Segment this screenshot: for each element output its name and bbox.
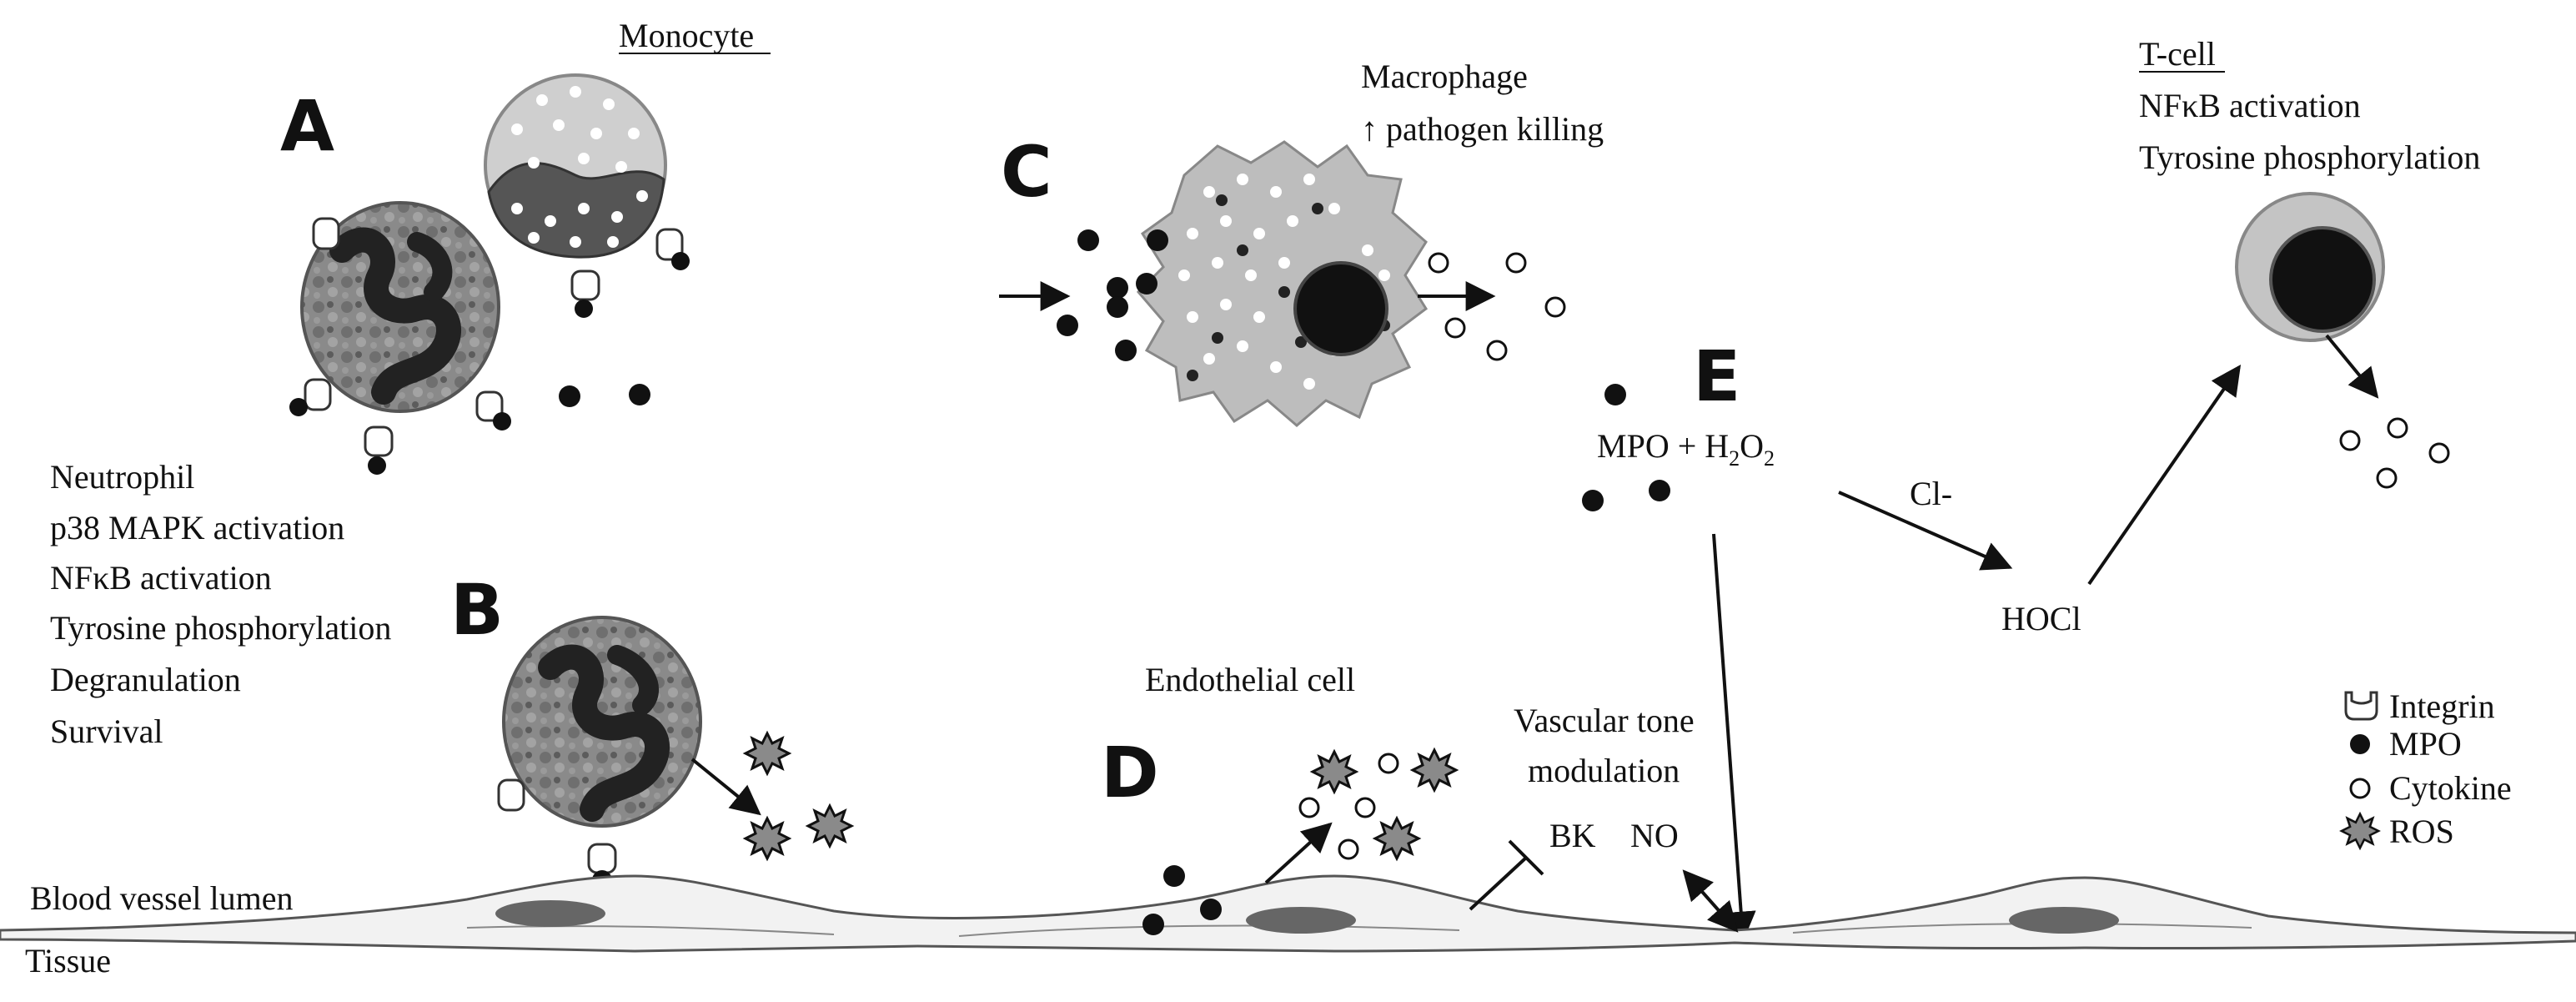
arrow-hocl-to-tcell bbox=[2087, 365, 2242, 586]
hocl-label: HOCl bbox=[2001, 600, 2081, 637]
endothelium bbox=[0, 874, 2576, 953]
mpo-dot bbox=[629, 384, 650, 405]
ros-symbol bbox=[806, 804, 853, 848]
chloride-label: Cl- bbox=[1910, 475, 1952, 512]
tcell bbox=[2235, 192, 2385, 342]
tcell-effect-2: Tyrosine phosphorylation bbox=[2139, 138, 2480, 176]
ros-symbol bbox=[1373, 817, 1420, 860]
tcell-effect-1: NFκB activation bbox=[2139, 87, 2361, 124]
legend-mpo-label: MPO bbox=[2389, 725, 2462, 763]
cytokines-tcell-output bbox=[2339, 417, 2450, 489]
ros-symbol bbox=[744, 732, 791, 775]
monocyte-cell bbox=[484, 73, 690, 318]
panel-label-a: A bbox=[280, 85, 334, 167]
panel-label-e: E bbox=[1693, 335, 1740, 417]
neutrophil-cell-b bbox=[497, 616, 702, 890]
neutrophil-effect-2: NFκB activation bbox=[50, 559, 272, 597]
no-label: NO bbox=[1630, 817, 1679, 854]
mpo-dot bbox=[1604, 384, 1626, 405]
neutrophil-cell-a bbox=[289, 201, 511, 475]
cytokines-macrophage-output bbox=[1428, 252, 1566, 361]
arrow-to-endothelium bbox=[1712, 533, 1756, 942]
cytokines-endothelium bbox=[1298, 753, 1399, 860]
mpo-dot bbox=[1649, 480, 1670, 501]
neutrophil-effect-4: Degranulation bbox=[50, 661, 241, 698]
legend bbox=[2340, 691, 2380, 849]
arrow-no-bidirectional bbox=[1682, 869, 1739, 933]
mpo-dot bbox=[559, 385, 580, 407]
mpo-dot bbox=[1582, 490, 1604, 511]
inhibition-bk-bar bbox=[1508, 839, 1544, 876]
arrow-tcell-to-cytokines bbox=[2325, 334, 2379, 399]
ros-symbol bbox=[1311, 750, 1358, 793]
panel-label-c: C bbox=[1001, 131, 1052, 213]
legend-cytokine-label: Cytokine bbox=[2389, 769, 2512, 807]
tcell-label: T-cell bbox=[2139, 35, 2216, 73]
panel-label-d: D bbox=[1101, 732, 1159, 813]
ros-symbol bbox=[744, 817, 791, 860]
vascular-tone-label-line1: Vascular tone bbox=[1514, 702, 1695, 739]
monocyte-label: Monocyte bbox=[619, 17, 754, 54]
neutrophil-effect-1: p38 MAPK activation bbox=[50, 509, 344, 546]
vascular-tone-label-line2: modulation bbox=[1528, 752, 1680, 789]
legend-ros-label: ROS bbox=[2389, 813, 2454, 850]
ros-symbol bbox=[1411, 748, 1458, 792]
tissue-label: Tissue bbox=[25, 942, 111, 979]
legend-integrin-label: Integrin bbox=[2389, 687, 2495, 725]
macrophage-effect: ↑ pathogen killing bbox=[1361, 110, 1604, 148]
macrophage-cell bbox=[1136, 140, 1429, 427]
macrophage-label: Macrophage bbox=[1361, 58, 1528, 95]
neutrophil-effect-5: Survival bbox=[50, 712, 163, 750]
neutrophil-effect-3: Tyrosine phosphorylation bbox=[50, 609, 391, 647]
arrow-endothelium-out bbox=[1264, 822, 1333, 884]
bk-label: BK bbox=[1549, 817, 1596, 854]
arrow-neutrophil-to-ros bbox=[690, 758, 761, 816]
inhibition-bk bbox=[1469, 856, 1528, 911]
lumen-label: Blood vessel lumen bbox=[30, 879, 294, 917]
endothelial-cell-label: Endothelial cell bbox=[1145, 661, 1355, 698]
mpo-dots-endothelium bbox=[1142, 865, 1222, 935]
arrow-to-hocl bbox=[1838, 491, 2013, 571]
neutrophil-label: Neutrophil bbox=[50, 458, 194, 496]
mpo-dots-macrophage-input bbox=[1057, 229, 1168, 361]
reaction-mpo-h2o2: MPO + H2O2 bbox=[1597, 427, 1775, 471]
panel-label-b: B bbox=[450, 569, 504, 651]
